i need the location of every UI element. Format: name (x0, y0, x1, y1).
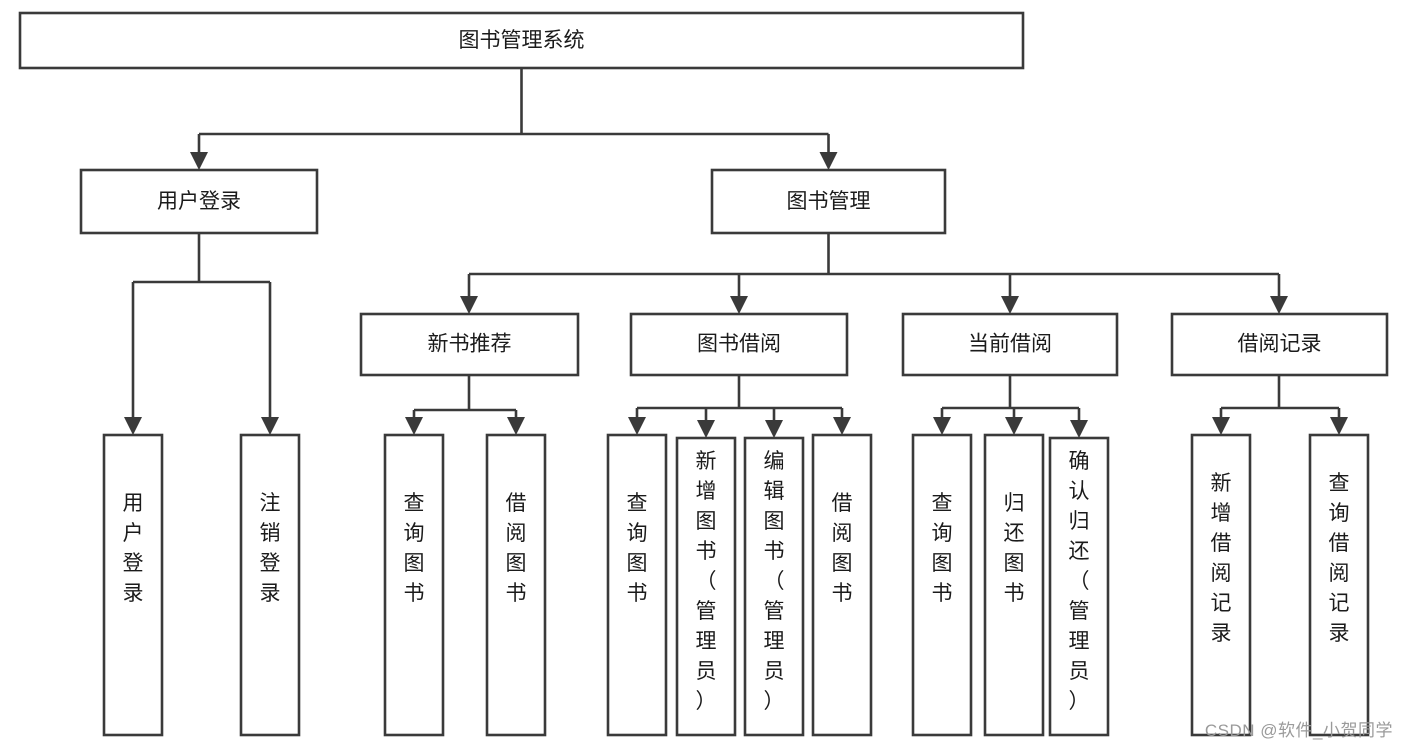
leaf-query-book-brw[interactable]: 查询图书 (606, 433, 668, 737)
leaf-edit-book-label: 编辑图书（管理员） (764, 450, 785, 713)
leaf-borrow-book-rec-label: 借阅图书 (506, 492, 527, 605)
arrowhead-leaf-query-book-cur (933, 417, 951, 435)
leaf-edit-book[interactable]: 编辑图书（管理员） (743, 436, 805, 737)
arrowhead-leaf-user-login (124, 417, 142, 435)
leaf-confirm-return[interactable]: 确认归还（管理员） (1048, 436, 1110, 737)
leaf-query-record-label: 查询借阅记录 (1329, 472, 1350, 645)
arrowhead-leaf-query-record (1330, 417, 1348, 435)
leaf-add-record-label: 新增借阅记录 (1211, 472, 1232, 645)
leaf-user-login-box[interactable] (102, 433, 164, 737)
leaf-logout-box[interactable] (239, 433, 301, 737)
node-borrow-record-box[interactable] (1170, 312, 1389, 377)
arrowhead-new-book-rec (460, 296, 478, 314)
node-user-login-box[interactable] (79, 168, 319, 235)
leaf-borrow-book-brw[interactable]: 借阅图书 (811, 433, 873, 737)
node-borrow-record-label: 借阅记录 (1238, 333, 1322, 356)
node-new-book-rec-box[interactable] (359, 312, 580, 377)
arrowhead-leaf-edit-book (765, 420, 783, 438)
leaf-borrow-book-rec-box[interactable] (485, 433, 547, 737)
node-root[interactable]: 图书管理系统 (18, 11, 1025, 70)
leaf-query-book-rec-box[interactable] (383, 433, 445, 737)
leaf-query-book-brw-label: 查询图书 (627, 492, 648, 605)
leaf-borrow-book-rec[interactable]: 借阅图书 (485, 433, 547, 737)
node-new-book-rec[interactable]: 新书推荐 (359, 312, 580, 377)
arrowhead-user-login (190, 152, 208, 170)
node-user-login-label: 用户登录 (157, 190, 241, 213)
arrowhead-leaf-logout (261, 417, 279, 435)
leaf-confirm-return-label: 确认归还（管理员） (1069, 450, 1090, 713)
leaf-user-login[interactable]: 用户登录 (102, 433, 164, 737)
node-borrow-record[interactable]: 借阅记录 (1170, 312, 1389, 377)
node-new-book-rec-label: 新书推荐 (428, 333, 512, 356)
leaf-query-record-box[interactable] (1308, 433, 1370, 737)
node-book-borrow-label: 图书借阅 (697, 333, 781, 356)
node-book-borrow-box[interactable] (629, 312, 849, 377)
node-book-manage-label: 图书管理 (787, 190, 871, 213)
arrowhead-borrow-record (1270, 296, 1288, 314)
node-current-borrow-label: 当前借阅 (968, 333, 1052, 356)
leaf-return-book-label: 归还图书 (1004, 492, 1025, 605)
leaf-borrow-book-brw-label: 借阅图书 (832, 492, 853, 605)
arrowhead-leaf-borrow-book-brw (833, 417, 851, 435)
leaf-add-book-box[interactable] (675, 436, 737, 737)
leaf-confirm-return-box[interactable] (1048, 436, 1110, 737)
arrowhead-leaf-add-book (697, 420, 715, 438)
arrowhead-book-manage (819, 152, 838, 170)
leaf-logout-label: 注销登录 (260, 492, 281, 605)
node-current-borrow-box[interactable] (901, 312, 1119, 377)
leaf-logout[interactable]: 注销登录 (239, 433, 301, 737)
leaf-query-book-cur[interactable]: 查询图书 (911, 433, 973, 737)
leaf-borrow-book-brw-box[interactable] (811, 433, 873, 737)
leaf-query-record[interactable]: 查询借阅记录 (1308, 433, 1370, 737)
leaf-query-book-rec[interactable]: 查询图书 (383, 433, 445, 737)
node-root-label: 图书管理系统 (459, 29, 585, 52)
arrowhead-leaf-confirm-return (1070, 420, 1088, 438)
node-book-manage-box[interactable] (710, 168, 947, 235)
leaf-add-record[interactable]: 新增借阅记录 (1190, 433, 1252, 737)
leaf-edit-book-box[interactable] (743, 436, 805, 737)
leaf-query-book-brw-box[interactable] (606, 433, 668, 737)
leaf-add-book-label: 新增图书（管理员） (696, 450, 717, 713)
leaf-query-book-rec-label: 查询图书 (404, 492, 425, 605)
arrowhead-leaf-query-book-brw (628, 417, 646, 435)
arrowhead-leaf-add-record (1212, 417, 1230, 435)
node-current-borrow[interactable]: 当前借阅 (901, 312, 1119, 377)
leaf-return-book[interactable]: 归还图书 (983, 433, 1045, 737)
leaf-add-book[interactable]: 新增图书（管理员） (675, 436, 737, 737)
node-root-box[interactable] (18, 11, 1025, 70)
leaf-query-book-cur-label: 查询图书 (932, 492, 953, 605)
leaf-return-book-box[interactable] (983, 433, 1045, 737)
arrowhead-current-borrow (1001, 296, 1019, 314)
node-user-login[interactable]: 用户登录 (79, 168, 319, 235)
node-book-manage[interactable]: 图书管理 (710, 168, 947, 235)
arrowhead-leaf-return-book (1005, 417, 1023, 435)
connectors (124, 68, 1348, 438)
arrowhead-leaf-query-book-rec (405, 417, 423, 435)
arrowhead-leaf-borrow-book-rec (507, 417, 525, 435)
leaf-query-book-cur-box[interactable] (911, 433, 973, 737)
arrowhead-book-borrow (730, 296, 748, 314)
leaf-add-record-box[interactable] (1190, 433, 1252, 737)
leaf-user-login-label: 用户登录 (123, 492, 144, 605)
node-book-borrow[interactable]: 图书借阅 (629, 312, 849, 377)
